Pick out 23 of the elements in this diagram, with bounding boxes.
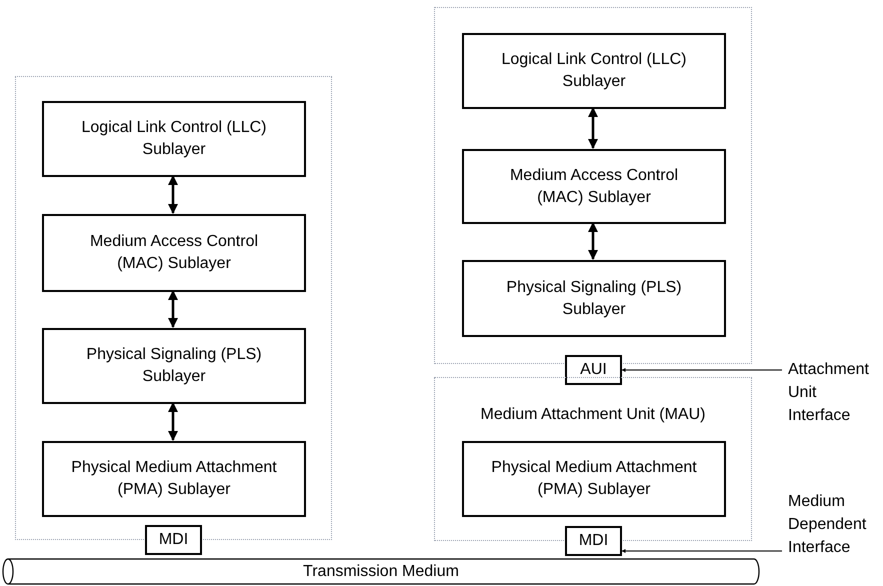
layer-panel bbox=[434, 7, 752, 364]
layer-label: Physical Signaling (PLS) Sublayer bbox=[85, 345, 263, 387]
panel-title: Medium Attachment Unit (MAU) bbox=[480, 405, 706, 425]
arrow bbox=[168, 290, 178, 328]
interface-label: Attachment Unit Interface bbox=[788, 360, 870, 426]
layer-label: Logical Link Control (LLC) Sublayer bbox=[500, 50, 688, 92]
layer-label: AUI bbox=[580, 361, 607, 379]
arrow bbox=[622, 549, 782, 553]
arrow bbox=[588, 222, 598, 260]
arrow bbox=[588, 107, 598, 149]
arrow bbox=[168, 402, 178, 441]
interface-label: Medium Dependent Interface bbox=[788, 492, 868, 558]
medium-label: Transmission Medium bbox=[303, 562, 459, 582]
layer-label: MDI bbox=[158, 531, 188, 549]
arrow bbox=[622, 368, 782, 372]
layer-label: Physical Medium Attachment (PMA) Sublayer bbox=[490, 458, 698, 500]
layer-label: Medium Access Control (MAC) Sublayer bbox=[88, 232, 260, 274]
layer-label: MDI bbox=[578, 532, 608, 550]
layer-label: Physical Signaling (PLS) Sublayer bbox=[505, 278, 683, 320]
arrow bbox=[168, 175, 178, 214]
layer-label: Physical Medium Attachment (PMA) Sublayer bbox=[70, 458, 278, 500]
layer-label: Medium Access Control (MAC) Sublayer bbox=[508, 166, 680, 208]
layer-label: Logical Link Control (LLC) Sublayer bbox=[80, 118, 268, 160]
